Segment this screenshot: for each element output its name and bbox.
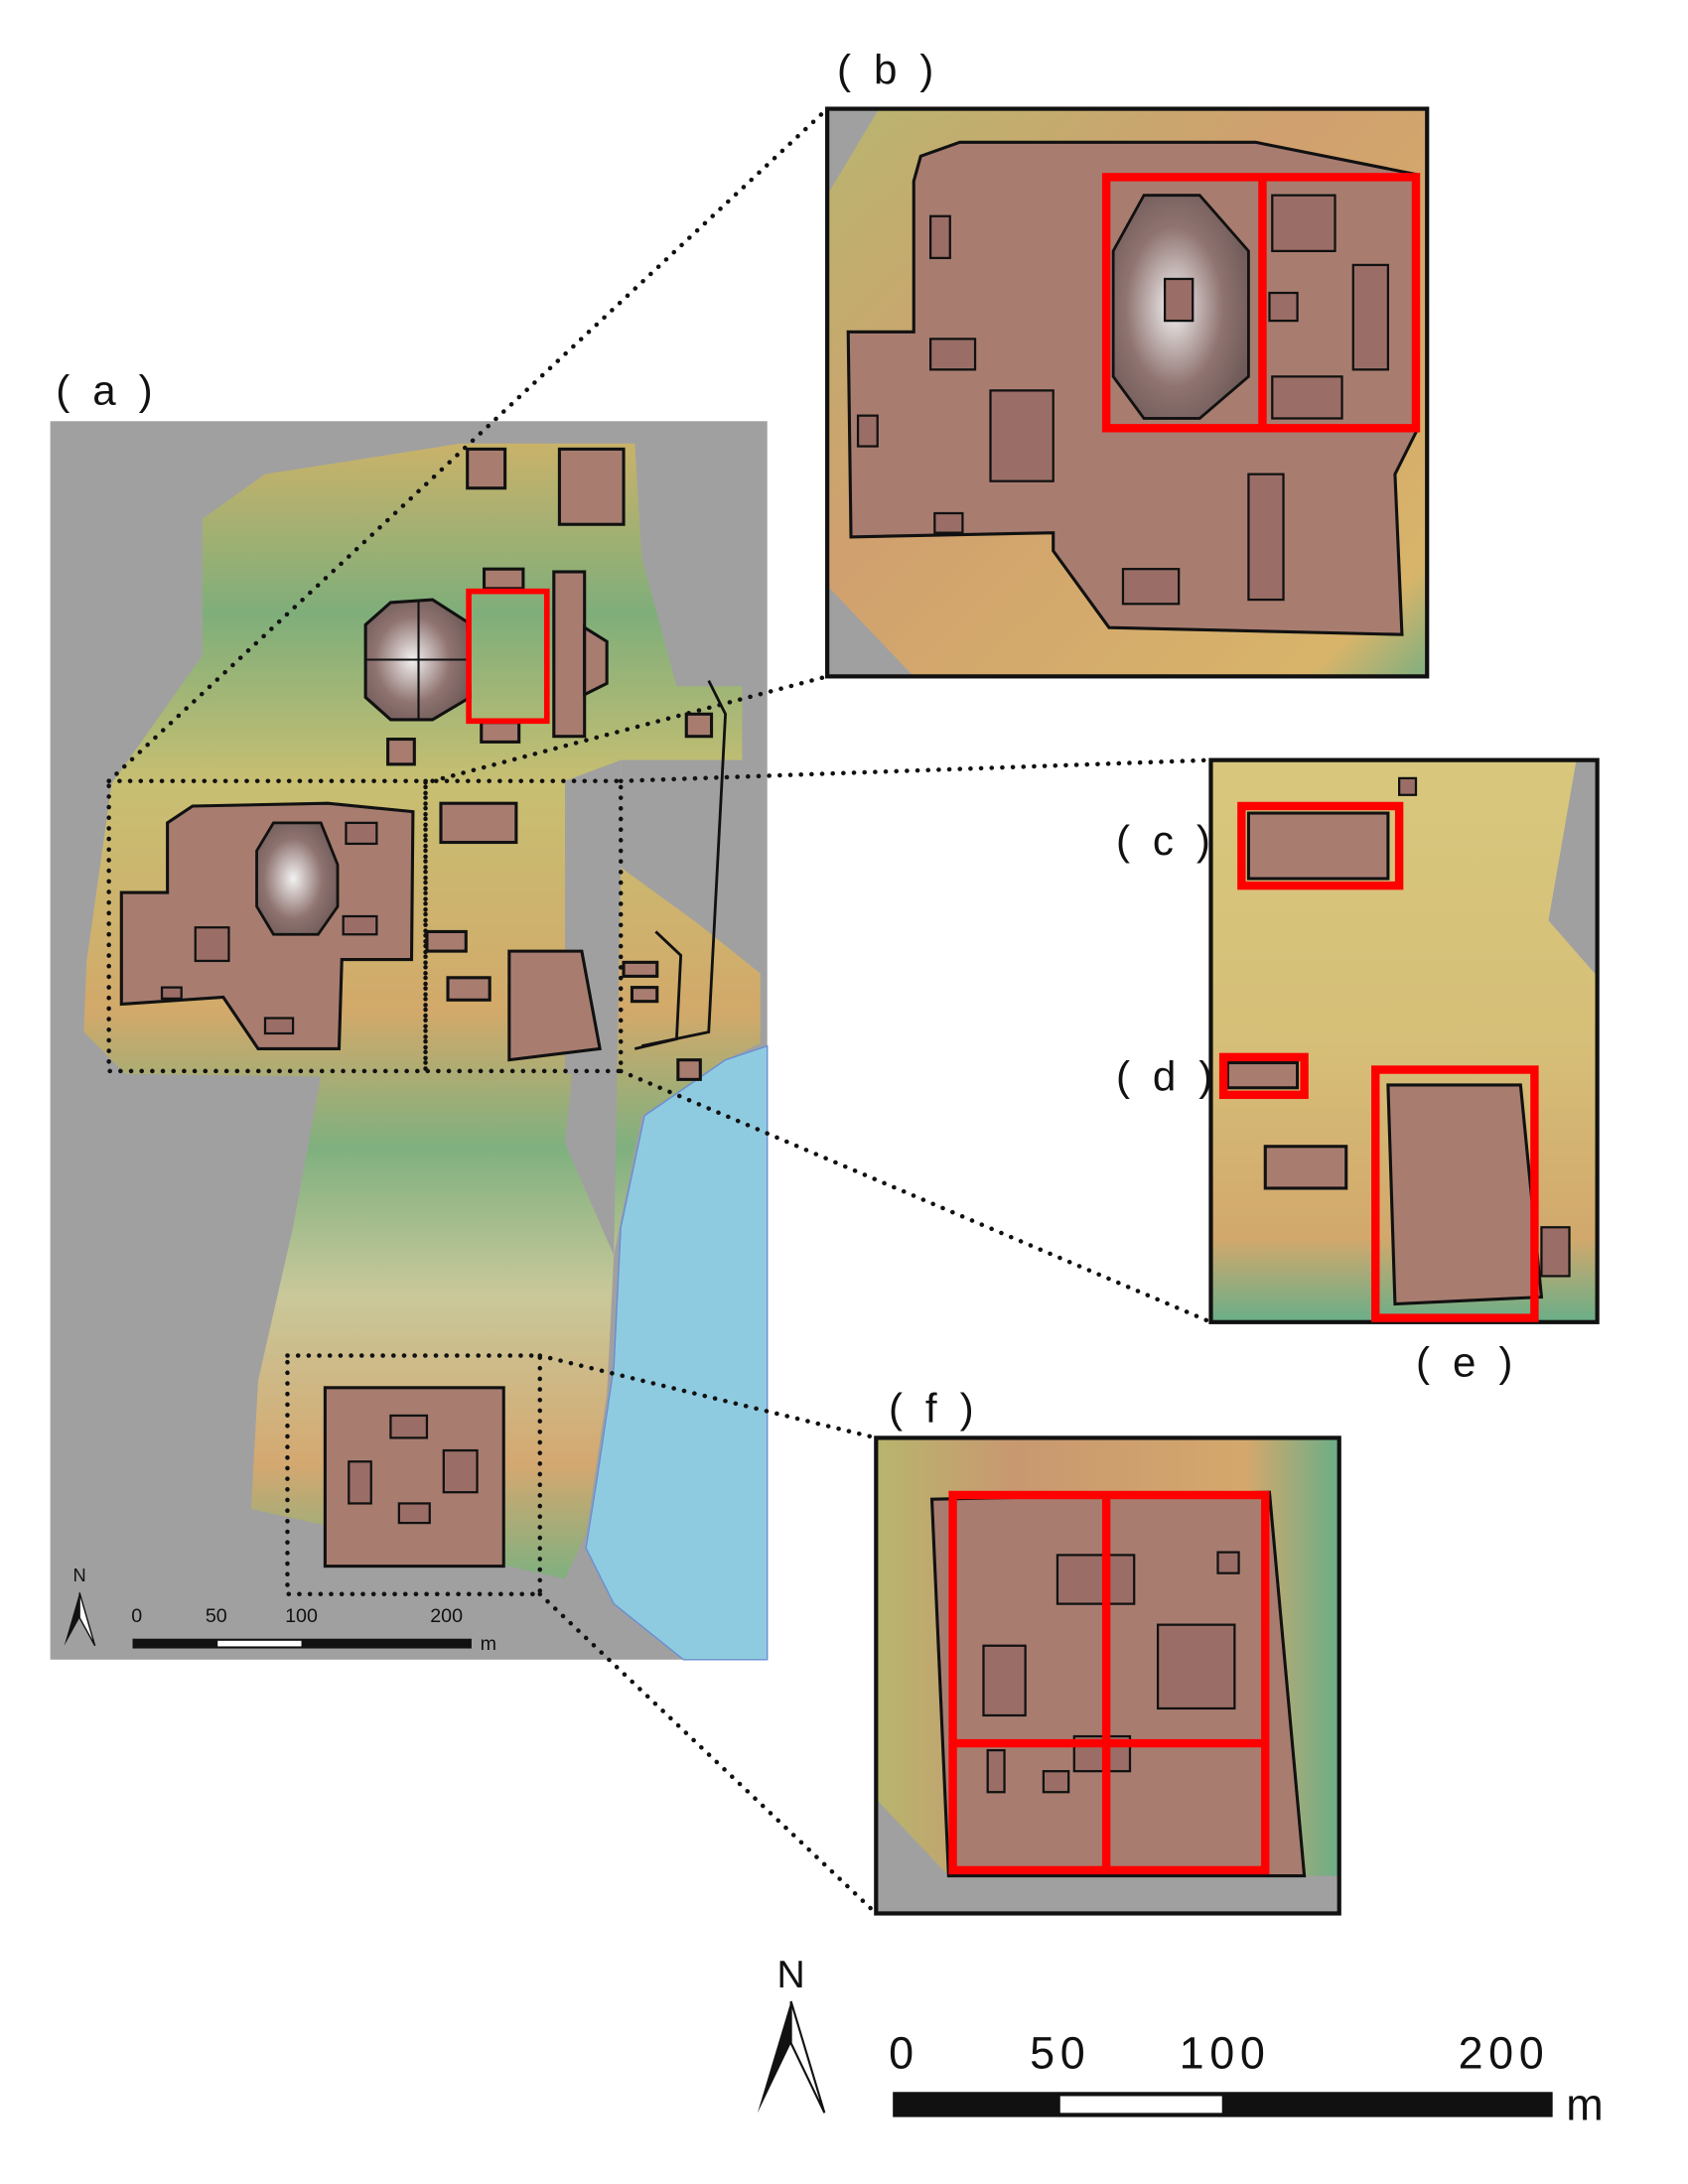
scale-tick-200: 200 xyxy=(1459,2027,1550,2078)
inset-north-label: N xyxy=(73,1565,86,1585)
panel-label-b: ( b ) xyxy=(837,46,939,92)
scale-tick-50: 50 xyxy=(1030,2027,1090,2078)
inset-north-arrow-icon xyxy=(64,1592,96,1647)
panel-label-f: ( f ) xyxy=(889,1385,979,1432)
water-body xyxy=(585,1044,769,1661)
north-label: N xyxy=(776,1953,804,1996)
extent-box-c-e xyxy=(423,778,624,1074)
nodata-notch xyxy=(321,759,622,1256)
panel-label-c: ( c ) xyxy=(1116,817,1216,864)
panel-label-d: ( d ) xyxy=(1116,1053,1218,1100)
panel-f-detail-map xyxy=(874,1435,1341,1916)
structures xyxy=(119,447,728,1569)
terrain-surface xyxy=(83,443,761,1579)
highlight-box-d xyxy=(1218,1052,1309,1100)
scale-bar: 0 50 100 200 m xyxy=(889,2027,1604,2129)
inset-scale-tick-100: 100 xyxy=(285,1605,318,1627)
extent-box-b xyxy=(106,778,428,1074)
panel-b-detail-map xyxy=(825,106,1430,679)
panel-a-overview-map: N 0 50 100 200 m xyxy=(50,421,769,1661)
inset-scale-tick-200: 200 xyxy=(430,1605,463,1627)
panel-label-a: ( a ) xyxy=(56,366,158,413)
north-arrow-icon xyxy=(757,2000,826,2114)
extent-box-f xyxy=(285,1353,542,1596)
highlight-box-e xyxy=(1371,1065,1539,1322)
scale-tick-0: 0 xyxy=(889,2027,919,2078)
scale-unit: m xyxy=(1566,2079,1603,2129)
connector-lines xyxy=(106,106,1213,1916)
panel-c-e-detail-map xyxy=(1208,757,1600,1324)
inset-scale-unit: m xyxy=(481,1633,496,1655)
highlight-box-plaza xyxy=(466,588,550,725)
inset-scale-tick-0: 0 xyxy=(131,1605,142,1627)
inset-scale-tick-50: 50 xyxy=(206,1605,227,1627)
panel-label-e: ( e ) xyxy=(1416,1339,1518,1386)
scale-tick-100: 100 xyxy=(1180,2027,1271,2078)
highlight-box-c xyxy=(1237,801,1404,890)
inset-scale-bar: 0 50 100 200 m xyxy=(131,1605,496,1655)
